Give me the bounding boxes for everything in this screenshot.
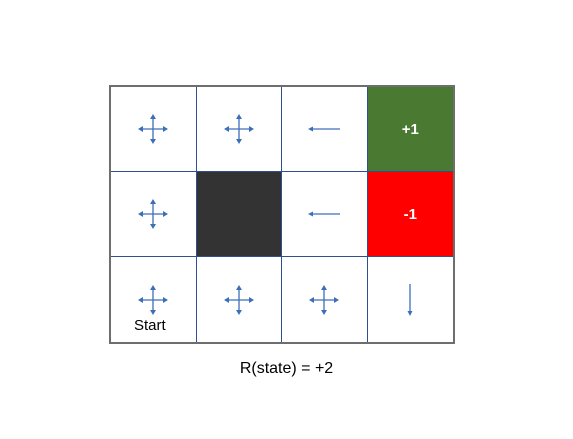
terminal-cell: +1 [367, 87, 453, 172]
left-arrow-icon [308, 126, 341, 132]
left-arrow-icon [308, 211, 341, 217]
policy-cell [282, 172, 368, 257]
terminal-cell: -1 [367, 172, 453, 257]
reward-label: -1 [403, 205, 417, 223]
four-way-arrow-icon [223, 284, 254, 315]
down-arrow-icon [407, 283, 413, 316]
reward-label: +1 [401, 120, 419, 138]
four-way-arrow-icon [138, 284, 169, 315]
four-way-arrow-icon [223, 114, 254, 144]
policy-cell [111, 172, 197, 257]
four-way-arrow-icon [138, 114, 169, 144]
reward-caption: R(state) = +2 [239, 360, 334, 377]
wall-cell [196, 172, 282, 257]
policy-cell [282, 257, 368, 342]
four-way-arrow-icon [138, 199, 169, 229]
policy-cell [282, 87, 368, 172]
start-label: Start [134, 317, 166, 334]
policy-cell [111, 87, 197, 172]
policy-cell: Start [111, 257, 197, 342]
policy-cell [197, 257, 282, 342]
four-way-arrow-icon [309, 284, 340, 315]
policy-cell [196, 87, 282, 172]
policy-cell [368, 257, 454, 342]
